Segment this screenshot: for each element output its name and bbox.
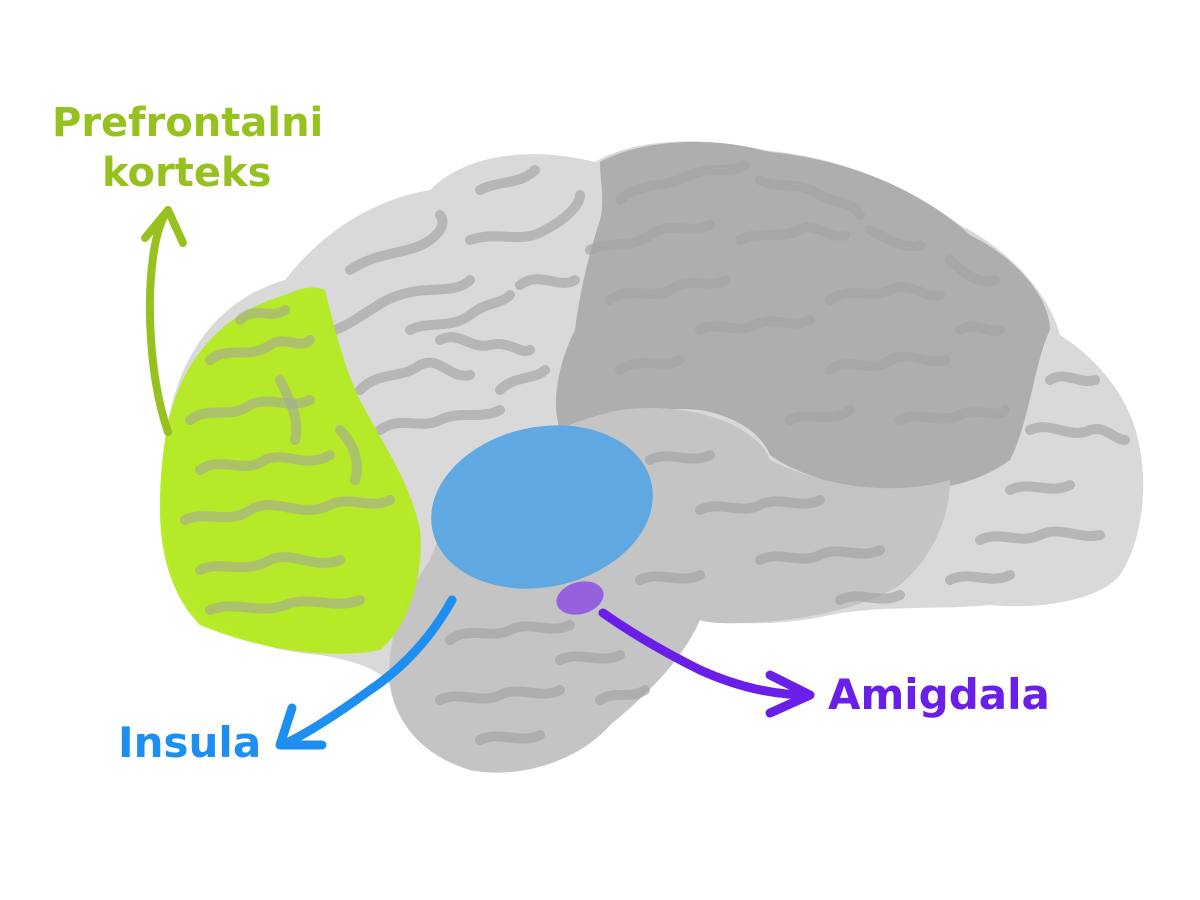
prefrontal-cortex-label: Prefrontalni korteks: [52, 98, 323, 198]
amygdala-region: [556, 581, 604, 615]
brain-gyri: [330, 160, 1130, 745]
amygdala-label: Amigdala: [828, 670, 1050, 719]
prefrontal-arrow-icon: [141, 206, 187, 436]
prefrontal-gyri: [180, 305, 395, 615]
prefrontal-label-line2: korteks: [102, 150, 272, 196]
insula-label: Insula: [118, 718, 262, 767]
prefrontal-label-line1: Prefrontalni: [52, 100, 324, 146]
amygdala-arrow-icon: [598, 608, 815, 718]
insula-arrow-icon: [275, 595, 457, 750]
insula-region: [431, 425, 653, 589]
